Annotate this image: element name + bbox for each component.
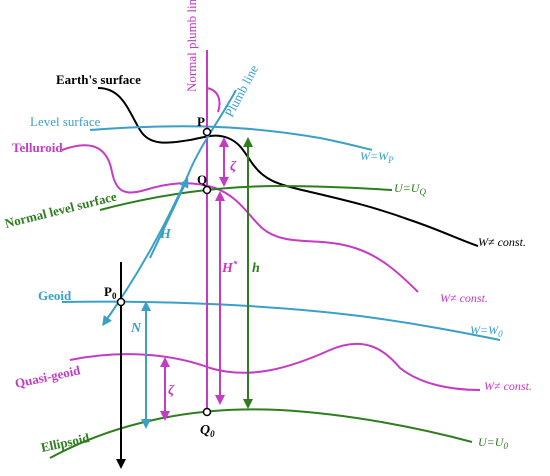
telluroid-label: Telluroid [12, 140, 63, 155]
point-q0-marker [202, 407, 212, 417]
orthometric-height-label: H [159, 227, 172, 242]
geoid-curve [61, 300, 501, 341]
geoid-undulation-label: N [130, 321, 142, 336]
point-p-marker [202, 127, 212, 137]
point-q0-label: Q0 [200, 423, 215, 439]
level-surface-curve [89, 125, 373, 151]
point-p0-marker [116, 297, 126, 307]
w-neq-const-2-label: W≠ const. [440, 291, 488, 305]
earth-surface-curve [97, 87, 479, 247]
point-q-label: Q [197, 172, 207, 187]
u-uq-label: U=UQ [394, 181, 426, 197]
normal-plumb-arc [206, 87, 221, 113]
ellipsoidal-height-label: h [252, 261, 260, 276]
orthometric-height-arrow [149, 177, 189, 259]
zeta-upper-label: ζ [230, 159, 237, 174]
earth-surface-label: Earth's surface [56, 72, 141, 87]
telluroid-curve [61, 144, 419, 293]
quasi-geoid-curve [69, 342, 481, 391]
point-q-marker [202, 185, 212, 195]
quasi-geoid-label: Quasi-geoid [14, 362, 83, 391]
level-surface-label: Level surface [30, 114, 101, 129]
w-wp-label: W=WP [360, 149, 394, 165]
point-p0-label: P0 [104, 284, 117, 301]
ellipsoid-label: Ellipsoid [40, 430, 92, 455]
w-neq-const-1-label: W≠ const. [478, 235, 526, 249]
plumb-line-curve [102, 89, 237, 327]
zeta-lower-label: ζ [168, 383, 175, 398]
w-w0-label: W=W0 [470, 323, 503, 339]
ellipsoid-curve [49, 408, 473, 459]
normal-plumb-line-label: Normal plumb line [184, 0, 199, 92]
normal-height-label: H* [221, 259, 238, 276]
geoid-label: Geoid [38, 288, 72, 303]
w-neq-const-3-label: W≠ const. [484, 379, 532, 393]
plumb-line-label: Plumb line [221, 62, 261, 119]
normal-level-surface-curve [99, 184, 393, 211]
point-p-label: P [197, 114, 205, 129]
u-u0-label: U=U0 [478, 435, 508, 451]
